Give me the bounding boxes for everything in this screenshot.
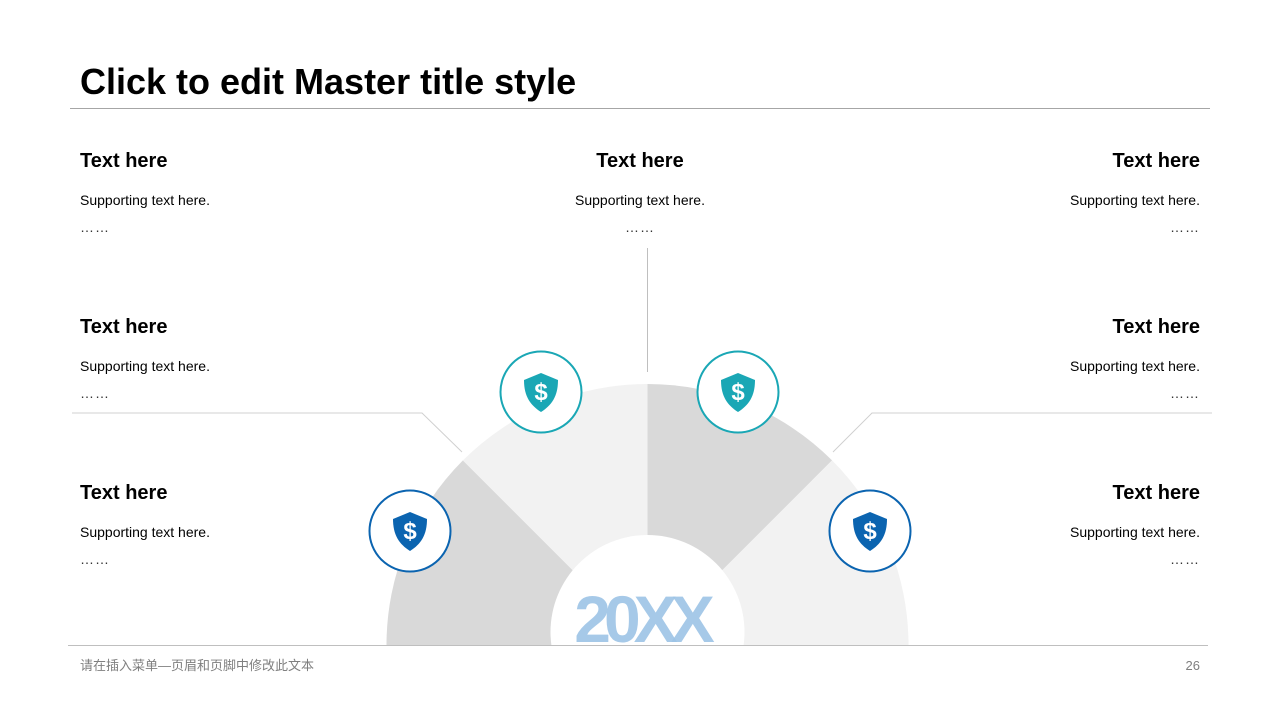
block-supporting-text[interactable]: Supporting text here. (575, 192, 705, 208)
title-divider (70, 108, 1210, 109)
block-ellipsis[interactable]: …… (80, 219, 110, 235)
text-block-center-top[interactable]: Text here Supporting text here. …… (490, 147, 790, 236)
block-ellipsis[interactable]: …… (1170, 219, 1200, 235)
block-ellipsis[interactable]: …… (80, 385, 110, 401)
block-heading[interactable]: Text here (1112, 316, 1200, 338)
center-year-label[interactable]: 20XX (574, 582, 721, 656)
block-ellipsis[interactable]: …… (1170, 551, 1200, 567)
text-block-left-top[interactable]: Text here Supporting text here. …… (80, 147, 380, 236)
block-heading[interactable]: Text here (596, 150, 684, 172)
center-cutout (550, 535, 745, 645)
page-number[interactable]: 26 (1185, 658, 1200, 673)
block-supporting-text[interactable]: Supporting text here. (1070, 358, 1200, 374)
block-supporting-text[interactable]: Supporting text here. (80, 524, 210, 540)
text-block-right-top[interactable]: Text here Supporting text here. …… (900, 147, 1200, 236)
footer-text[interactable]: 请在插入菜单—页眉和页脚中修改此文本 (80, 658, 315, 673)
connector-line-left (72, 412, 463, 453)
block-supporting-text[interactable]: Supporting text here. (80, 358, 210, 374)
block-supporting-text[interactable]: Supporting text here. (1070, 192, 1200, 208)
block-heading[interactable]: Text here (1112, 150, 1200, 172)
footer-divider (68, 645, 1208, 646)
connector-line-right (832, 412, 1212, 453)
icon-badge-4 (828, 489, 912, 573)
block-supporting-text[interactable]: Supporting text here. (80, 192, 210, 208)
icon-badge-1 (368, 489, 452, 573)
text-block-right-bottom[interactable]: Text here Supporting text here. …… (900, 479, 1200, 568)
block-heading[interactable]: Text here (80, 316, 168, 338)
icon-badge-2 (499, 350, 583, 434)
block-ellipsis[interactable]: …… (1170, 385, 1200, 401)
text-block-left-middle[interactable]: Text here Supporting text here. …… (80, 313, 380, 402)
text-block-right-middle[interactable]: Text here Supporting text here. …… (900, 313, 1200, 402)
block-heading[interactable]: Text here (80, 150, 168, 172)
block-supporting-text[interactable]: Supporting text here. (1070, 524, 1200, 540)
block-heading[interactable]: Text here (80, 482, 168, 504)
slide-title[interactable]: Click to edit Master title style (80, 61, 577, 102)
block-heading[interactable]: Text here (1112, 482, 1200, 504)
block-ellipsis[interactable]: …… (625, 219, 655, 235)
text-block-left-bottom[interactable]: Text here Supporting text here. …… (80, 479, 380, 568)
block-ellipsis[interactable]: …… (80, 551, 110, 567)
icon-badge-3 (696, 350, 780, 434)
